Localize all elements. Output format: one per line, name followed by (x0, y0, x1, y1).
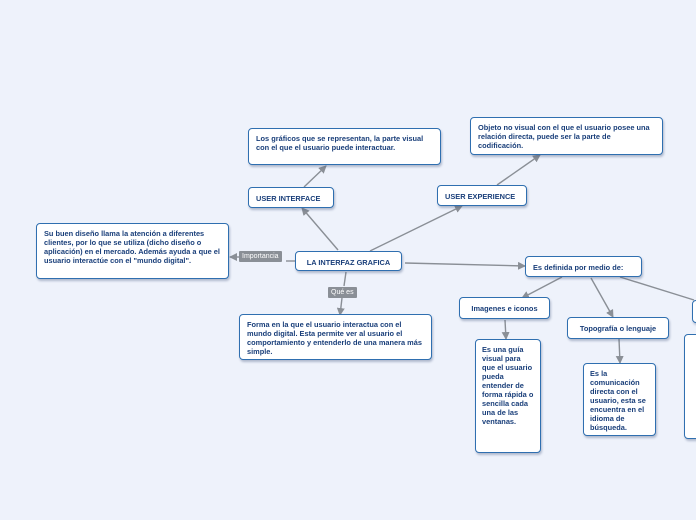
node-user-interface[interactable]: USER INTERFACE (248, 187, 334, 208)
edge-main-whatis (343, 271, 347, 287)
node-images-icons[interactable]: Imagenes e iconos (459, 297, 550, 319)
edge-main-ux (369, 205, 463, 252)
edge-means-typo (590, 277, 614, 318)
edge-main-ui (301, 207, 339, 251)
node-user-experience[interactable]: USER EXPERIENCE (437, 185, 527, 206)
node-user-interface-description[interactable]: Los gráficos que se representan, la part… (248, 128, 441, 165)
node-cut-off-right-bottom[interactable] (684, 334, 696, 439)
node-defined-by[interactable]: Es definida por medio de: (525, 256, 642, 277)
edge-ux-desc (496, 154, 541, 186)
node-cut-off-right-top[interactable] (692, 300, 696, 323)
node-images-icons-description[interactable]: Es una guía visual para que el usuario p… (475, 339, 541, 453)
edge-ui-desc (303, 165, 327, 188)
edge-typo-desc (615, 338, 624, 364)
label-what-is: Qué es (328, 287, 357, 298)
edge-whatis-desc (336, 297, 345, 316)
node-importance-description[interactable]: Su buen diseño llama la atención a difer… (36, 223, 229, 279)
node-definition-description[interactable]: Forma en la que el usuario interactua co… (239, 314, 432, 360)
node-typography-language-description[interactable]: Es la comunicación directa con el usuari… (583, 363, 656, 436)
node-main-topic[interactable]: LA INTERFAZ GRAFICA (295, 251, 402, 271)
node-user-experience-description[interactable]: Objeto no visual con el que el usuario p… (470, 117, 663, 155)
label-importance: Importancia (239, 251, 282, 262)
edge-means-images (521, 276, 563, 299)
edge-main-means (404, 261, 526, 270)
edge-means-third (619, 276, 695, 301)
edge-images-desc (501, 319, 510, 340)
node-typography-language[interactable]: Topografía o lenguaje (567, 317, 669, 339)
